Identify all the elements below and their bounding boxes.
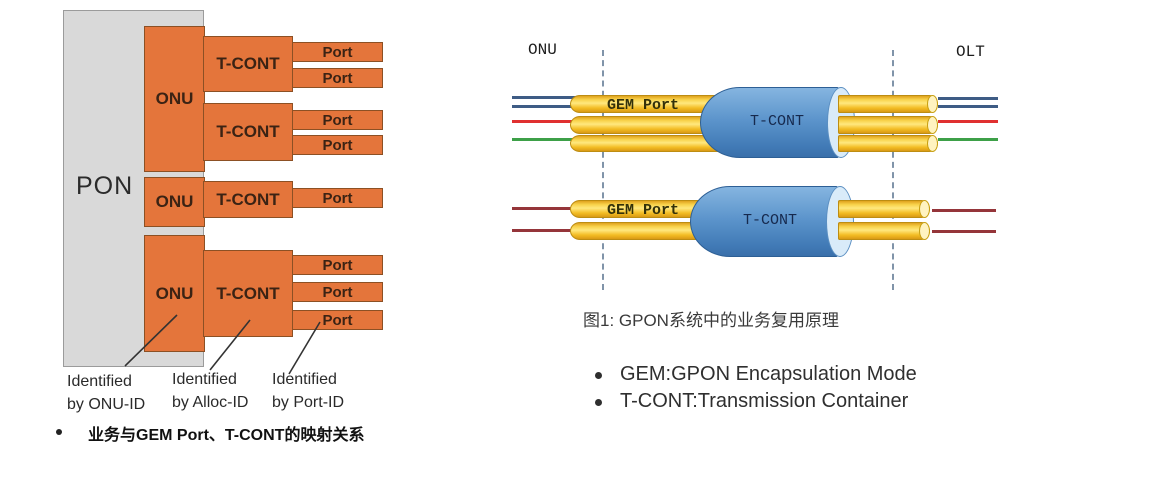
service-line-darkred [512,207,574,210]
service-line-blue [938,105,998,108]
tcont-cylinder-end [826,186,854,257]
annotation-line: by Port-ID [272,394,345,411]
left-bullet-text: 业务与GEM Port、T-CONT的映射关系 [88,427,365,444]
port-box: Port [292,42,383,62]
onu-side-label: ONU [528,41,557,59]
tcont-box-label: T-CONT [216,189,280,209]
pon-label: PON [76,172,134,200]
tcont-cylinder-label: T-CONT [749,113,804,130]
gem-port-cylinder [838,222,930,240]
annotation-line: Identified [272,371,337,388]
annotation-alloc-id: Identified by Alloc-ID [172,368,248,414]
tcont-cylinder [690,186,840,257]
annotation-line: by Alloc-ID [172,394,249,411]
tcont-box: T-CONT [203,36,293,92]
tcont-cylinder-label: T-CONT [742,212,797,229]
port-box-label: Port [322,69,353,87]
service-line-red [512,120,576,123]
list-item: GEM:GPON Encapsulation Mode [595,363,917,386]
port-box-label: Port [322,111,353,129]
gem-port-cylinder [570,116,720,134]
tcont-box: T-CONT [203,250,293,337]
bullet-dot-icon [595,372,602,379]
onu-box-label: ONU [155,283,194,303]
service-line-darkred [512,229,574,232]
service-line-blue [938,97,998,100]
cylinder-end-face [927,95,938,113]
service-line-green [938,138,998,141]
annotation-port-id: Identified by Port-ID [272,368,344,414]
figure-caption: 图1: GPON系统中的业务复用原理 [583,311,839,330]
port-box: Port [292,68,383,88]
cylinder-end-face [919,200,930,218]
port-box-label: Port [322,256,353,274]
definition-list: GEM:GPON Encapsulation Mode T-CONT:Trans… [595,363,917,417]
definition-tcont: T-CONT:Transmission Container [620,390,909,412]
tcont-box-label: T-CONT [216,283,280,303]
gem-port-cylinder [838,116,938,134]
left-bullet-item: 业务与GEM Port、T-CONT的映射关系 [56,421,364,445]
bullet-dot-icon [56,429,62,435]
port-box-label: Port [322,311,353,329]
annotation-line: by ONU-ID [67,396,146,413]
onu-box: ONU [144,235,205,352]
port-box: Port [292,110,383,130]
gem-port-cylinder [838,200,930,218]
gem-port-label: GEM Port [607,97,680,114]
service-line-green [512,138,576,141]
port-box: Port [292,282,383,302]
service-line-red [938,120,998,123]
onu-box-label: ONU [155,192,194,211]
annotation-line: Identified [67,373,132,390]
port-box: Port [292,255,383,275]
service-line-darkred [932,209,996,212]
onu-boundary-dashed-line [602,50,604,290]
port-box-label: Port [322,189,353,207]
gem-port-cylinder [838,135,938,152]
annotation-line: Identified [172,371,237,388]
port-box-label: Port [322,43,353,61]
tcont-box: T-CONT [203,181,293,218]
service-line-darkred [932,230,996,233]
onu-box-label: ONU [155,89,194,108]
port-box: Port [292,135,383,155]
tcont-box: T-CONT [203,103,293,161]
gem-port-label: GEM Port [607,202,680,219]
annotation-onu-id: Identified by ONU-ID [67,370,145,416]
cylinder-end-face [927,116,938,134]
port-box-label: Port [322,283,353,301]
olt-side-label: OLT [956,43,985,61]
bullet-dot-icon [595,399,602,406]
cylinder-end-face [919,222,930,240]
gem-port-cylinder [570,135,720,152]
port-box: Port [292,310,383,330]
port-box: Port [292,188,383,208]
list-item: T-CONT:Transmission Container [595,390,917,413]
definition-gem: GEM:GPON Encapsulation Mode [620,363,917,385]
service-line-blue [512,96,576,99]
onu-box: ONU [144,177,205,227]
gem-port-cylinder [838,95,938,113]
olt-boundary-dashed-line [892,50,894,290]
cylinder-end-face [927,135,938,152]
tcont-box-label: T-CONT [216,122,280,141]
service-line-blue [512,105,576,108]
onu-box: ONU [144,26,205,172]
port-box-label: Port [322,136,353,154]
tcont-box-label: T-CONT [216,54,280,73]
